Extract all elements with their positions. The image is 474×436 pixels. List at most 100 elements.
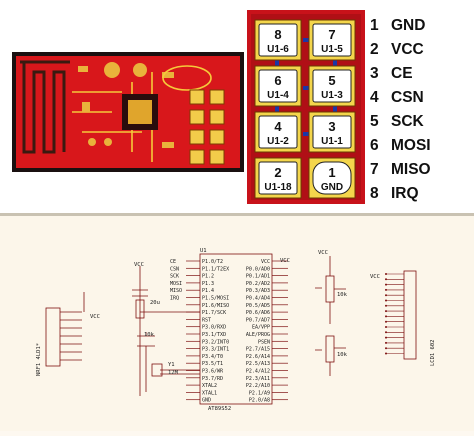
mcu-left-pin: GND bbox=[202, 398, 211, 404]
mcu-right-pin: EA/VPP bbox=[252, 325, 270, 331]
legend-pin-number: 5 bbox=[370, 113, 379, 130]
pad-ref: U1-1 bbox=[321, 136, 343, 147]
mcu-left-pin: P3.6/WR bbox=[202, 369, 224, 375]
legend-pin-name: MISO bbox=[391, 161, 431, 178]
mcu-left-pin: P3.7/RD bbox=[202, 376, 223, 382]
pad-8: 8U1-6 bbox=[254, 19, 302, 61]
pot-r2 bbox=[325, 275, 335, 303]
mcu-net-label: CSN bbox=[170, 266, 179, 272]
mcu-left-pin: P3.0/RXD bbox=[202, 325, 226, 331]
section-divider bbox=[0, 213, 474, 216]
legend-pin-number: 2 bbox=[370, 41, 379, 58]
mcu-right-pin: P0.3/AD3 bbox=[246, 288, 270, 294]
mcu-part: AT89S52 bbox=[208, 406, 231, 412]
u1-label: U1 bbox=[200, 248, 207, 254]
vcc-label-1: VCC bbox=[134, 262, 144, 268]
legend-row: 7 MISO bbox=[370, 158, 470, 182]
mcu-left-pin: P3.5/T1 bbox=[202, 361, 223, 367]
mcu-right-pin: P2.3/A11 bbox=[246, 376, 270, 382]
r1-value: 10k bbox=[144, 332, 155, 338]
r3-value: 10k bbox=[337, 352, 348, 358]
legend-row: 5 SCK bbox=[370, 110, 470, 134]
pad-number: 6 bbox=[274, 73, 281, 88]
legend-row: 6 MOSI bbox=[370, 134, 470, 158]
pad-5: 5U1-3 bbox=[308, 65, 356, 107]
pad-2: 2U1-18 bbox=[254, 157, 302, 199]
mcu-net-label: SCK bbox=[170, 274, 179, 280]
mcu-left-pin: RST bbox=[202, 317, 211, 323]
legend-pin-name: GND bbox=[391, 17, 426, 34]
y1-label: Y1 bbox=[168, 362, 175, 368]
nrf24l01-pcb bbox=[12, 52, 244, 172]
vcc-label-4: VCC bbox=[370, 274, 380, 280]
legend-row: 2 VCC bbox=[370, 38, 470, 62]
mcu-left-pin: P1.2 bbox=[202, 274, 214, 280]
pad-number: 3 bbox=[328, 119, 335, 134]
legend-pin-name: IRQ bbox=[391, 185, 419, 202]
mcu-right-pin: P0.6/AD6 bbox=[246, 310, 270, 316]
mcu-right-pin: P2.0/A8 bbox=[249, 398, 270, 404]
mcu-right-pin: P0.5/AD5 bbox=[246, 303, 270, 309]
c1-value: 20u bbox=[150, 300, 160, 306]
legend-pin-name: MOSI bbox=[391, 137, 431, 154]
mcu-right-pin: P2.6/A14 bbox=[246, 354, 270, 360]
mcu-left-pin: P1.1/T2EX bbox=[202, 266, 229, 272]
lcd-connector bbox=[403, 270, 417, 360]
mcu-net-label: MISO bbox=[170, 288, 182, 294]
mcu-left-pin: P3.1/TXD bbox=[202, 332, 226, 338]
mcu-right-pin: P0.0/AD0 bbox=[246, 266, 270, 272]
legend-row: 8 IRQ bbox=[370, 182, 470, 206]
legend-pin-name: CSN bbox=[391, 89, 424, 106]
mcu-left-pin: P3.2/INT0 bbox=[202, 339, 229, 345]
pad-ref: U1-5 bbox=[321, 44, 343, 55]
mcu-right-pin: P2.7/A15 bbox=[246, 347, 270, 353]
legend-pin-name: VCC bbox=[391, 41, 424, 58]
pad-6: 6U1-4 bbox=[254, 65, 302, 107]
pad-number: 4 bbox=[274, 119, 282, 134]
pad-3: 3U1-1 bbox=[308, 111, 356, 153]
circuit-schematic: P1.0/T2P1.1/T2EXP1.2P1.3P1.4P1.5/MOSIP1.… bbox=[36, 248, 436, 412]
mcu-left-pin: P1.3 bbox=[202, 281, 214, 287]
vcc-label-3: VCC bbox=[318, 250, 328, 256]
nrf-connector bbox=[45, 307, 61, 367]
mcu-left-pin: P3.3/INT1 bbox=[202, 347, 229, 353]
vcc-label-2: VCC bbox=[280, 258, 290, 264]
nrf-label: NRF1 4LD1* bbox=[36, 343, 42, 376]
pot-r3 bbox=[325, 335, 335, 363]
pad-ref: U1-2 bbox=[267, 136, 289, 147]
mcu-left-pin: XTAL1 bbox=[202, 390, 217, 396]
mcu-right-pin: PSEN bbox=[258, 339, 270, 345]
r2-value: 10k bbox=[337, 292, 348, 298]
pad-number: 7 bbox=[328, 27, 335, 42]
vcc-label-5: VCC bbox=[90, 314, 100, 320]
pad-number: 1 bbox=[328, 165, 335, 180]
mcu-left-pin: P1.4 bbox=[202, 288, 214, 294]
mcu-left-pin: P1.5/MOSI bbox=[202, 296, 229, 302]
mcu-left-pin: P1.0/T2 bbox=[202, 259, 223, 265]
mcu-right-pin: P0.2/AD2 bbox=[246, 281, 270, 287]
pad-ref: GND bbox=[321, 182, 343, 193]
pad-number: 2 bbox=[274, 165, 281, 180]
resistor-r1 bbox=[135, 299, 145, 319]
legend-pin-number: 8 bbox=[370, 185, 379, 202]
mcu-right-pin: P0.4/AD4 bbox=[246, 296, 270, 302]
legend-pin-number: 7 bbox=[370, 161, 379, 178]
pad-7: 7U1-5 bbox=[308, 19, 356, 61]
header-pins bbox=[189, 89, 225, 165]
pad-ref: U1-6 bbox=[267, 44, 289, 55]
pad-ref: U1-18 bbox=[264, 182, 292, 193]
mcu-right-pin: P0.1/AD1 bbox=[246, 274, 270, 280]
legend-pin-number: 6 bbox=[370, 137, 379, 154]
pad-4: 4U1-2 bbox=[254, 111, 302, 153]
legend-pin-name: SCK bbox=[391, 113, 424, 130]
antenna-trace bbox=[20, 60, 70, 154]
mcu-right-pin: P2.5/A13 bbox=[246, 361, 270, 367]
pad-number: 5 bbox=[328, 73, 335, 88]
